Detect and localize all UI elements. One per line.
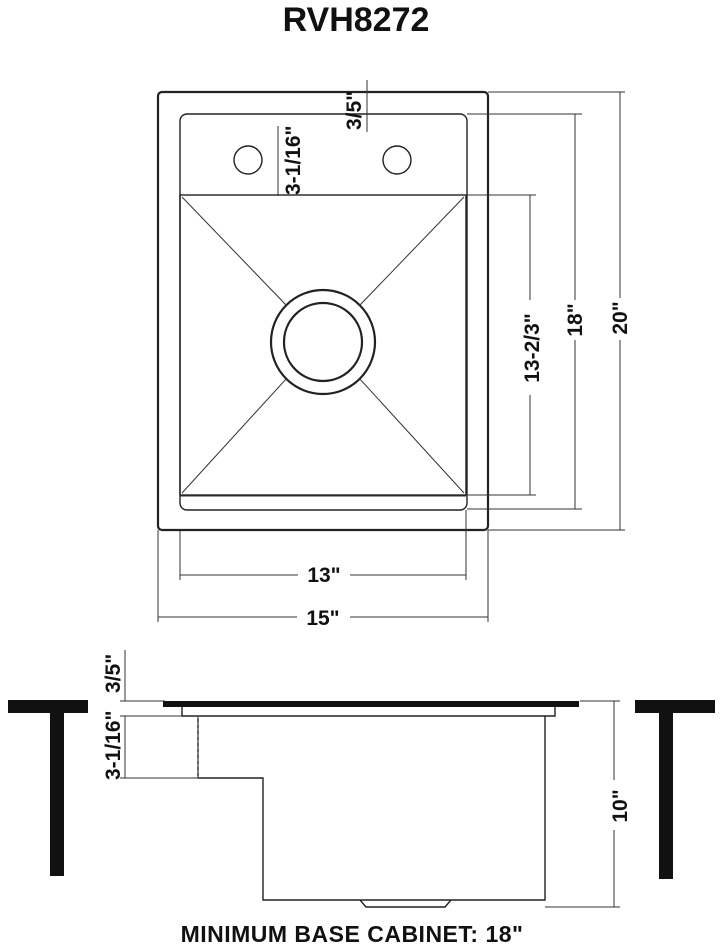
dim-overall-width: 15"	[157, 530, 489, 630]
dim-basin-inner-depth-label: 13-2/3"	[521, 313, 544, 383]
sink-drain-bottom	[359, 899, 452, 908]
dim-bowl-depth: 10"	[545, 700, 632, 908]
dim-overall-depth-label: 20"	[609, 301, 632, 334]
sink-bowl-profile	[197, 716, 546, 901]
faucet-hole-right	[382, 145, 412, 175]
sink-flange	[163, 701, 579, 707]
sink-rim-lip	[181, 707, 556, 717]
slope-line-tl	[181, 196, 288, 307]
dim-flange-thickness: 3/5"	[102, 650, 182, 717]
dim-basin-outer-depth: 18"	[467, 113, 587, 510]
slope-line-bl	[181, 377, 288, 494]
dim-overall-depth: 20"	[488, 91, 632, 531]
cabinet-leg-right	[659, 713, 673, 879]
dim-rim-offset: 3/5"	[343, 80, 368, 132]
dim-deck-depth-label: 3-1/16"	[282, 125, 305, 195]
dim-rim-offset-label: 3/5"	[343, 91, 366, 130]
minimum-cabinet-note: MINIMUM BASE CABINET: 18"	[181, 921, 524, 947]
drain-outer-ring	[269, 288, 377, 396]
dim-shelf-height: 3-1/16"	[102, 710, 198, 780]
countertop-right	[635, 700, 715, 713]
drain-inner-ring	[282, 301, 364, 383]
sink-outer-outline	[156, 90, 490, 532]
countertop-left	[8, 700, 88, 713]
model-title: RVH8272	[283, 1, 430, 39]
sink-rim-outline	[179, 113, 468, 511]
dim-basin-outer-depth-label: 18"	[564, 303, 587, 336]
dim-flange-thickness-label: 3/5"	[102, 654, 125, 693]
dim-deck-depth: 3-1/16"	[277, 125, 305, 196]
basin-outline	[179, 194, 467, 496]
side-view: 3/5" 3-1/16" 10"	[8, 650, 715, 908]
faucet-hole-left	[233, 145, 263, 175]
slope-line-tr	[358, 196, 465, 307]
dim-basin-width: 13"	[179, 510, 467, 587]
dim-shelf-height-label: 3-1/16"	[102, 710, 125, 780]
cabinet-leg-left	[50, 713, 64, 876]
dim-bowl-depth-label: 10"	[609, 789, 632, 822]
top-view: 3/5" 3-1/16" 13-2/3" 18"	[156, 80, 632, 630]
slope-line-br	[358, 377, 465, 494]
dim-overall-width-label: 15"	[306, 607, 339, 630]
dim-basin-width-label: 13"	[307, 564, 340, 587]
dim-basin-inner-depth: 13-2/3"	[466, 194, 544, 496]
